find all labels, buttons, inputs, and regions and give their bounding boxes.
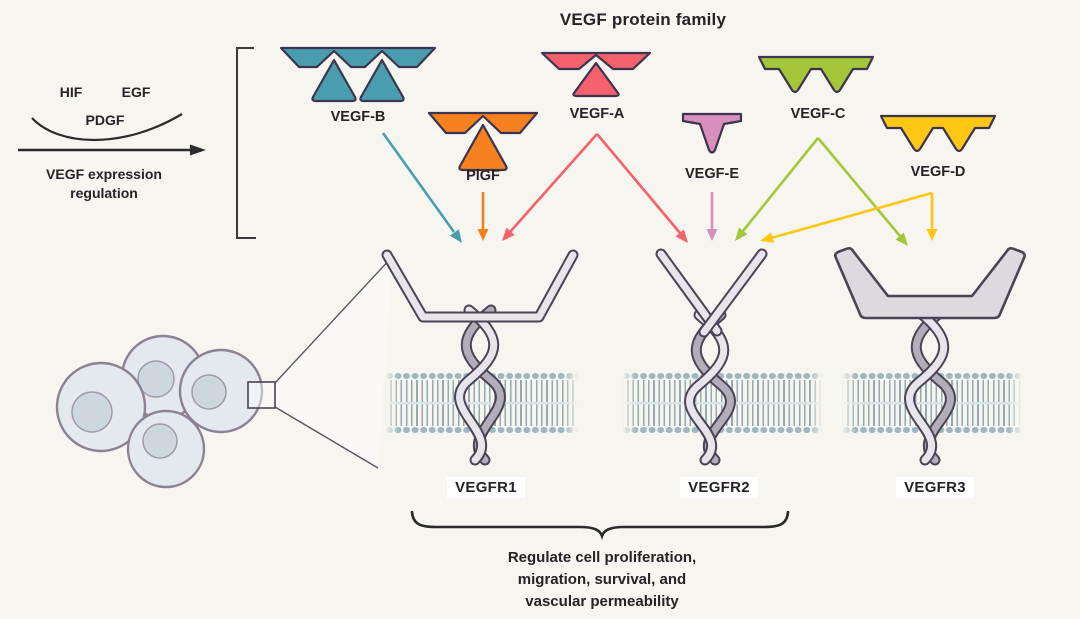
arrow-vegfa-vegfr2: [596, 133, 688, 243]
vegf-b-shape: [279, 46, 437, 103]
regulation-curve: [31, 113, 183, 142]
arrow-vegfd-vegfr2: [760, 191, 933, 243]
vegf-a-shape: [540, 51, 652, 98]
zoom-line-top: [274, 256, 393, 384]
arrowhead-icon: [502, 227, 515, 241]
arrow-vegfc-vegfr3: [817, 137, 908, 246]
vegf-d-shape: [879, 114, 997, 153]
vegfr3-receptor: [834, 247, 1026, 466]
vegf-e-shape: [681, 112, 743, 154]
vegfr1-receptor: [381, 249, 579, 466]
arrowhead-icon: [926, 229, 938, 241]
zoom-line-bottom: [274, 406, 379, 469]
plgf-body: [427, 111, 539, 135]
vegfr2-strand-light: [686, 311, 728, 464]
arrowhead-icon: [735, 227, 748, 241]
vegfr2-arm: [700, 250, 766, 336]
vegfr2-receptor: [655, 248, 768, 466]
family-bracket: [236, 47, 256, 239]
vegf-c-body: [757, 55, 875, 94]
interaction-arrows: [381, 132, 938, 246]
arrowhead-icon: [477, 229, 489, 241]
vegf-b-subunit: [359, 58, 405, 103]
vegf-e-body: [681, 112, 743, 154]
ligand-shapes: [279, 46, 997, 172]
vegfr3-cup: [834, 247, 1026, 320]
arrow-plgf-vegfr1: [477, 192, 489, 241]
regulation-arrowhead-icon: [190, 144, 206, 156]
vegf-b-subunit: [311, 58, 357, 103]
cell-cluster: [55, 334, 264, 489]
vegfr3-strand-light: [906, 308, 948, 464]
zoom-box: [247, 381, 276, 409]
cell-nucleus: [71, 391, 113, 433]
arrow-vegfa-vegfr1: [502, 133, 598, 241]
vegf-a-body: [540, 51, 652, 71]
receptors-brace: [410, 510, 790, 541]
arrowhead-icon: [760, 232, 774, 243]
vegf-b-body: [279, 46, 437, 69]
zoom-callout: [247, 256, 393, 469]
arrow-vegfc-vegfr2: [735, 137, 820, 241]
zoom-wedge: [275, 258, 392, 468]
vegfr1-cup: [383, 251, 577, 321]
cell-nucleus: [137, 360, 175, 398]
vegfr1-strand-light: [456, 306, 498, 464]
arrow-vegfb-vegfr1: [381, 132, 462, 243]
cell-nucleus: [191, 374, 227, 410]
regulation-curve-arrow: [18, 113, 206, 156]
arrow-vegfd-vegfr3: [926, 193, 938, 241]
arrowhead-icon: [675, 229, 688, 243]
cell-nucleus: [142, 423, 178, 459]
plgf-shape: [427, 111, 539, 172]
arrow-vegfe-vegfr2: [706, 192, 718, 241]
arrowhead-icon: [895, 232, 908, 246]
vegf-c-shape: [757, 55, 875, 94]
vegf-d-body: [879, 114, 997, 153]
plgf-subunit: [458, 123, 508, 172]
arrowhead-icon: [706, 229, 718, 241]
vegf-a-subunit: [572, 61, 620, 98]
arrowhead-icon: [449, 229, 462, 243]
